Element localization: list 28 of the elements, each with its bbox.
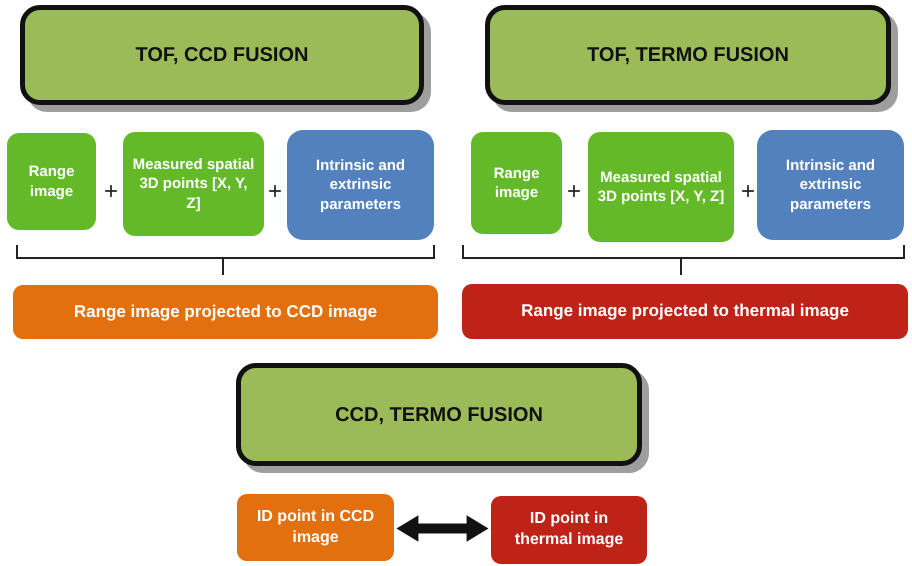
input-box [588,132,734,242]
box-text: Measured spatial 3D points [X, Y, Z] [596,168,726,206]
box-text: Intrinsic and extrinsic parameters [784,156,876,214]
double-arrow [396,515,489,542]
box-text: TOF, TERMO FUSION [587,43,789,68]
result-box [491,496,647,564]
plus-sign: + [104,180,118,204]
input-box [7,133,96,230]
box-text: Intrinsic and extrinsic parameters [314,156,406,214]
input-box [471,132,562,234]
box-text: Measured spatial 3D points [X, Y, Z] [132,154,256,214]
box-text: ID point in thermal image [514,509,624,550]
plus-sign: + [741,180,756,204]
box-text: Range image [492,164,540,202]
parameter-box [287,130,434,240]
plus-sign: + [567,180,582,204]
parameter-box [757,130,904,240]
result-box [462,284,908,339]
box-text: CCD, TERMO FUSION [335,402,543,428]
box-text: ID point in CCD image [256,506,376,548]
box-text: Range image projected to thermal image [521,300,849,322]
box-text: Range image [28,162,76,201]
result-box [13,285,438,339]
result-box [237,494,394,561]
plus-sign: + [268,180,282,204]
box-text: TOF, CCD FUSION [136,43,308,68]
input-box [123,132,264,236]
box-text: Range image projected to CCD image [74,300,378,323]
